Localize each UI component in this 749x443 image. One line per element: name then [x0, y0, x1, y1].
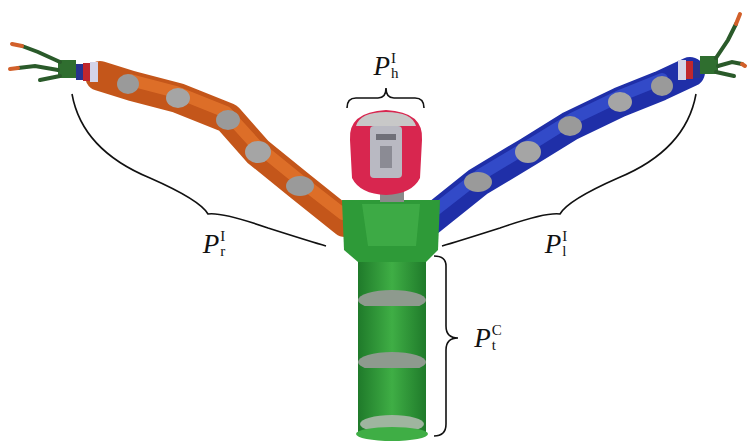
arm-highlight [130, 80, 343, 214]
finger-tip [736, 14, 745, 66]
wrist-ring [693, 62, 700, 78]
superscript: I [562, 229, 567, 244]
head-top [356, 112, 416, 126]
part-symbol: P [374, 53, 391, 80]
arm-joint [651, 76, 673, 96]
shoulder-shade [362, 204, 420, 246]
left-arm [428, 14, 745, 222]
wrist-ring [90, 62, 98, 82]
script-stack: Ih [391, 51, 399, 81]
head-shell [350, 110, 422, 195]
head-face [370, 126, 402, 178]
head-sensor [376, 134, 396, 140]
subscript: r [220, 244, 225, 259]
head-brace [347, 88, 424, 108]
arm-joint [515, 141, 541, 163]
superscript: I [220, 229, 225, 244]
gripper-finger [18, 46, 60, 80]
arm-joint [286, 176, 314, 196]
subscript: t [492, 338, 502, 353]
left-arm-brace [442, 94, 696, 246]
torso-column [358, 250, 426, 435]
head-sensor [380, 146, 392, 168]
arm-joint [558, 116, 582, 136]
shoulder-block [342, 200, 440, 262]
part-label: PIl [545, 229, 568, 259]
right-arm [10, 44, 345, 222]
part-label: PCt [474, 323, 502, 353]
part-symbol: P [203, 231, 220, 258]
part-label: PIh [374, 51, 399, 81]
arm-joint [245, 141, 271, 163]
arm-joint [216, 110, 240, 130]
torso-segment [358, 368, 426, 418]
part-symbol: P [474, 325, 491, 352]
torso [342, 200, 440, 441]
brace [72, 88, 696, 436]
subscript: h [391, 66, 399, 81]
right-arm-brace [72, 94, 326, 246]
part-label: PIr [203, 229, 226, 259]
wrist-ring [76, 64, 83, 80]
arm-links [100, 76, 345, 222]
arm-joint [166, 88, 190, 108]
subscript: l [562, 244, 567, 259]
script-stack: Ct [492, 323, 502, 353]
gripper-finger [716, 24, 742, 76]
head [350, 110, 422, 202]
wrist-ring [678, 60, 686, 80]
arm-joint [464, 172, 492, 192]
arm-joint [117, 74, 139, 94]
script-stack: Il [562, 229, 567, 259]
arm-links [428, 72, 690, 222]
torso-base [356, 427, 428, 441]
arm-highlight [430, 79, 662, 214]
superscript: I [391, 51, 399, 66]
arm-joint [608, 92, 632, 112]
finger-tip [10, 44, 22, 69]
script-stack: Ir [220, 229, 225, 259]
torso-segment [358, 306, 426, 356]
superscript: C [492, 323, 502, 338]
wrist-ring [83, 63, 90, 81]
torso-brace [434, 256, 458, 436]
wrist-ring [686, 61, 693, 79]
part-symbol: P [545, 231, 562, 258]
